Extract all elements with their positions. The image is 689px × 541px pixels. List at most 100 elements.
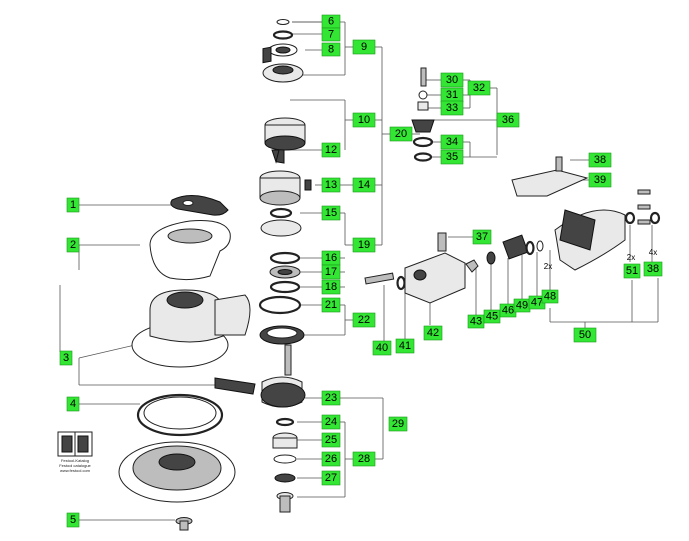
- callout-3: 3: [59, 350, 73, 366]
- svg-text:49: 49: [516, 300, 528, 312]
- svg-text:10: 10: [358, 114, 370, 126]
- svg-text:5: 5: [70, 514, 76, 526]
- callout-19: 19: [352, 237, 376, 253]
- callout-38-top: 38: [588, 152, 612, 168]
- callout-26: 26: [321, 451, 341, 467]
- svg-text:40: 40: [376, 342, 388, 354]
- svg-text:22: 22: [358, 314, 370, 326]
- svg-text:4: 4: [70, 398, 76, 410]
- seal-ring-part: [136, 393, 224, 437]
- svg-text:3: 3: [63, 352, 69, 364]
- quantity-note-48: 2x: [544, 262, 552, 271]
- callout-30: 30: [440, 72, 464, 88]
- callout-36: 36: [496, 112, 520, 128]
- callout-9: 9: [352, 39, 376, 55]
- callout-39: 39: [588, 172, 612, 188]
- svg-text:45: 45: [486, 311, 498, 323]
- callout-37: 37: [472, 229, 492, 245]
- svg-text:33: 33: [446, 102, 458, 114]
- callout-25: 25: [321, 432, 341, 448]
- svg-text:16: 16: [325, 252, 337, 264]
- callout-38-right: 38: [643, 261, 663, 277]
- svg-text:48: 48: [544, 291, 556, 303]
- svg-text:28: 28: [358, 453, 370, 465]
- callout-16: 16: [321, 250, 341, 266]
- svg-text:41: 41: [399, 340, 411, 352]
- callout-14: 14: [352, 177, 376, 193]
- svg-text:30: 30: [446, 74, 458, 86]
- callout-28: 28: [352, 451, 376, 467]
- svg-text:34: 34: [446, 136, 458, 148]
- svg-text:17: 17: [325, 266, 337, 278]
- callout-29: 29: [388, 416, 408, 432]
- svg-text:21: 21: [325, 299, 337, 311]
- callout-50: 50: [573, 327, 597, 343]
- callout-17: 17: [321, 264, 341, 280]
- callout-15: 15: [321, 205, 341, 221]
- svg-text:18: 18: [325, 281, 337, 293]
- callout-34: 34: [440, 134, 464, 150]
- callout-labels: 1 2 3 4 5 6 7 8 9 10 12 13 14 15 16 17 1…: [59, 14, 663, 528]
- svg-text:35: 35: [446, 151, 458, 163]
- callout-31: 31: [440, 87, 464, 103]
- svg-text:19: 19: [358, 239, 370, 251]
- svg-text:20: 20: [395, 128, 407, 140]
- manual-line-3: www.festool.com: [60, 468, 91, 473]
- callout-41: 41: [395, 338, 415, 354]
- callout-42: 42: [423, 325, 443, 341]
- svg-text:42: 42: [427, 327, 439, 339]
- callout-22: 22: [352, 312, 376, 328]
- part-drawings: [57, 19, 661, 531]
- quantity-note-51: 2x: [627, 253, 635, 262]
- svg-text:13: 13: [325, 179, 337, 191]
- callout-23: 23: [321, 390, 341, 406]
- handle-grip-part: [170, 195, 229, 216]
- callout-4: 4: [66, 396, 80, 412]
- callout-20: 20: [389, 126, 413, 142]
- manual-book-icon: [57, 431, 93, 457]
- callout-46: 46: [499, 303, 517, 318]
- svg-text:6: 6: [328, 16, 334, 28]
- svg-text:36: 36: [502, 114, 514, 126]
- callout-2: 2: [66, 237, 80, 253]
- svg-text:47: 47: [531, 297, 543, 309]
- svg-text:50: 50: [579, 329, 591, 341]
- svg-text:14: 14: [358, 179, 370, 191]
- svg-text:43: 43: [470, 316, 482, 328]
- svg-text:7: 7: [328, 29, 334, 41]
- callout-5: 5: [66, 512, 80, 528]
- svg-text:38: 38: [594, 154, 606, 166]
- callout-6: 6: [321, 14, 341, 29]
- callout-33: 33: [440, 100, 464, 116]
- cover-part: [511, 169, 589, 197]
- svg-text:26: 26: [325, 453, 337, 465]
- callout-13: 13: [321, 177, 341, 193]
- svg-text:15: 15: [325, 207, 337, 219]
- callout-1: 1: [66, 197, 80, 213]
- svg-text:1: 1: [70, 199, 76, 211]
- svg-text:32: 32: [473, 82, 485, 94]
- svg-text:8: 8: [328, 44, 334, 56]
- svg-text:12: 12: [325, 144, 337, 156]
- callout-18: 18: [321, 279, 341, 295]
- svg-text:24: 24: [325, 416, 337, 428]
- callout-35: 35: [440, 149, 464, 165]
- svg-text:9: 9: [361, 41, 367, 53]
- band-part: [214, 377, 256, 395]
- svg-text:38: 38: [647, 263, 659, 275]
- svg-text:31: 31: [446, 89, 458, 101]
- callout-8: 8: [321, 42, 341, 57]
- leader-lines: [59, 21, 659, 521]
- quantity-note-38: 4x: [649, 248, 657, 257]
- callout-43: 43: [467, 314, 485, 329]
- callout-32: 32: [467, 80, 491, 96]
- svg-text:2: 2: [70, 239, 76, 251]
- callout-27: 27: [321, 470, 341, 486]
- svg-text:46: 46: [502, 305, 514, 317]
- callout-45: 45: [483, 309, 501, 324]
- callout-24: 24: [321, 414, 341, 430]
- callout-48: 48: [541, 289, 559, 304]
- callout-49: 49: [513, 298, 531, 313]
- svg-text:51: 51: [626, 265, 638, 277]
